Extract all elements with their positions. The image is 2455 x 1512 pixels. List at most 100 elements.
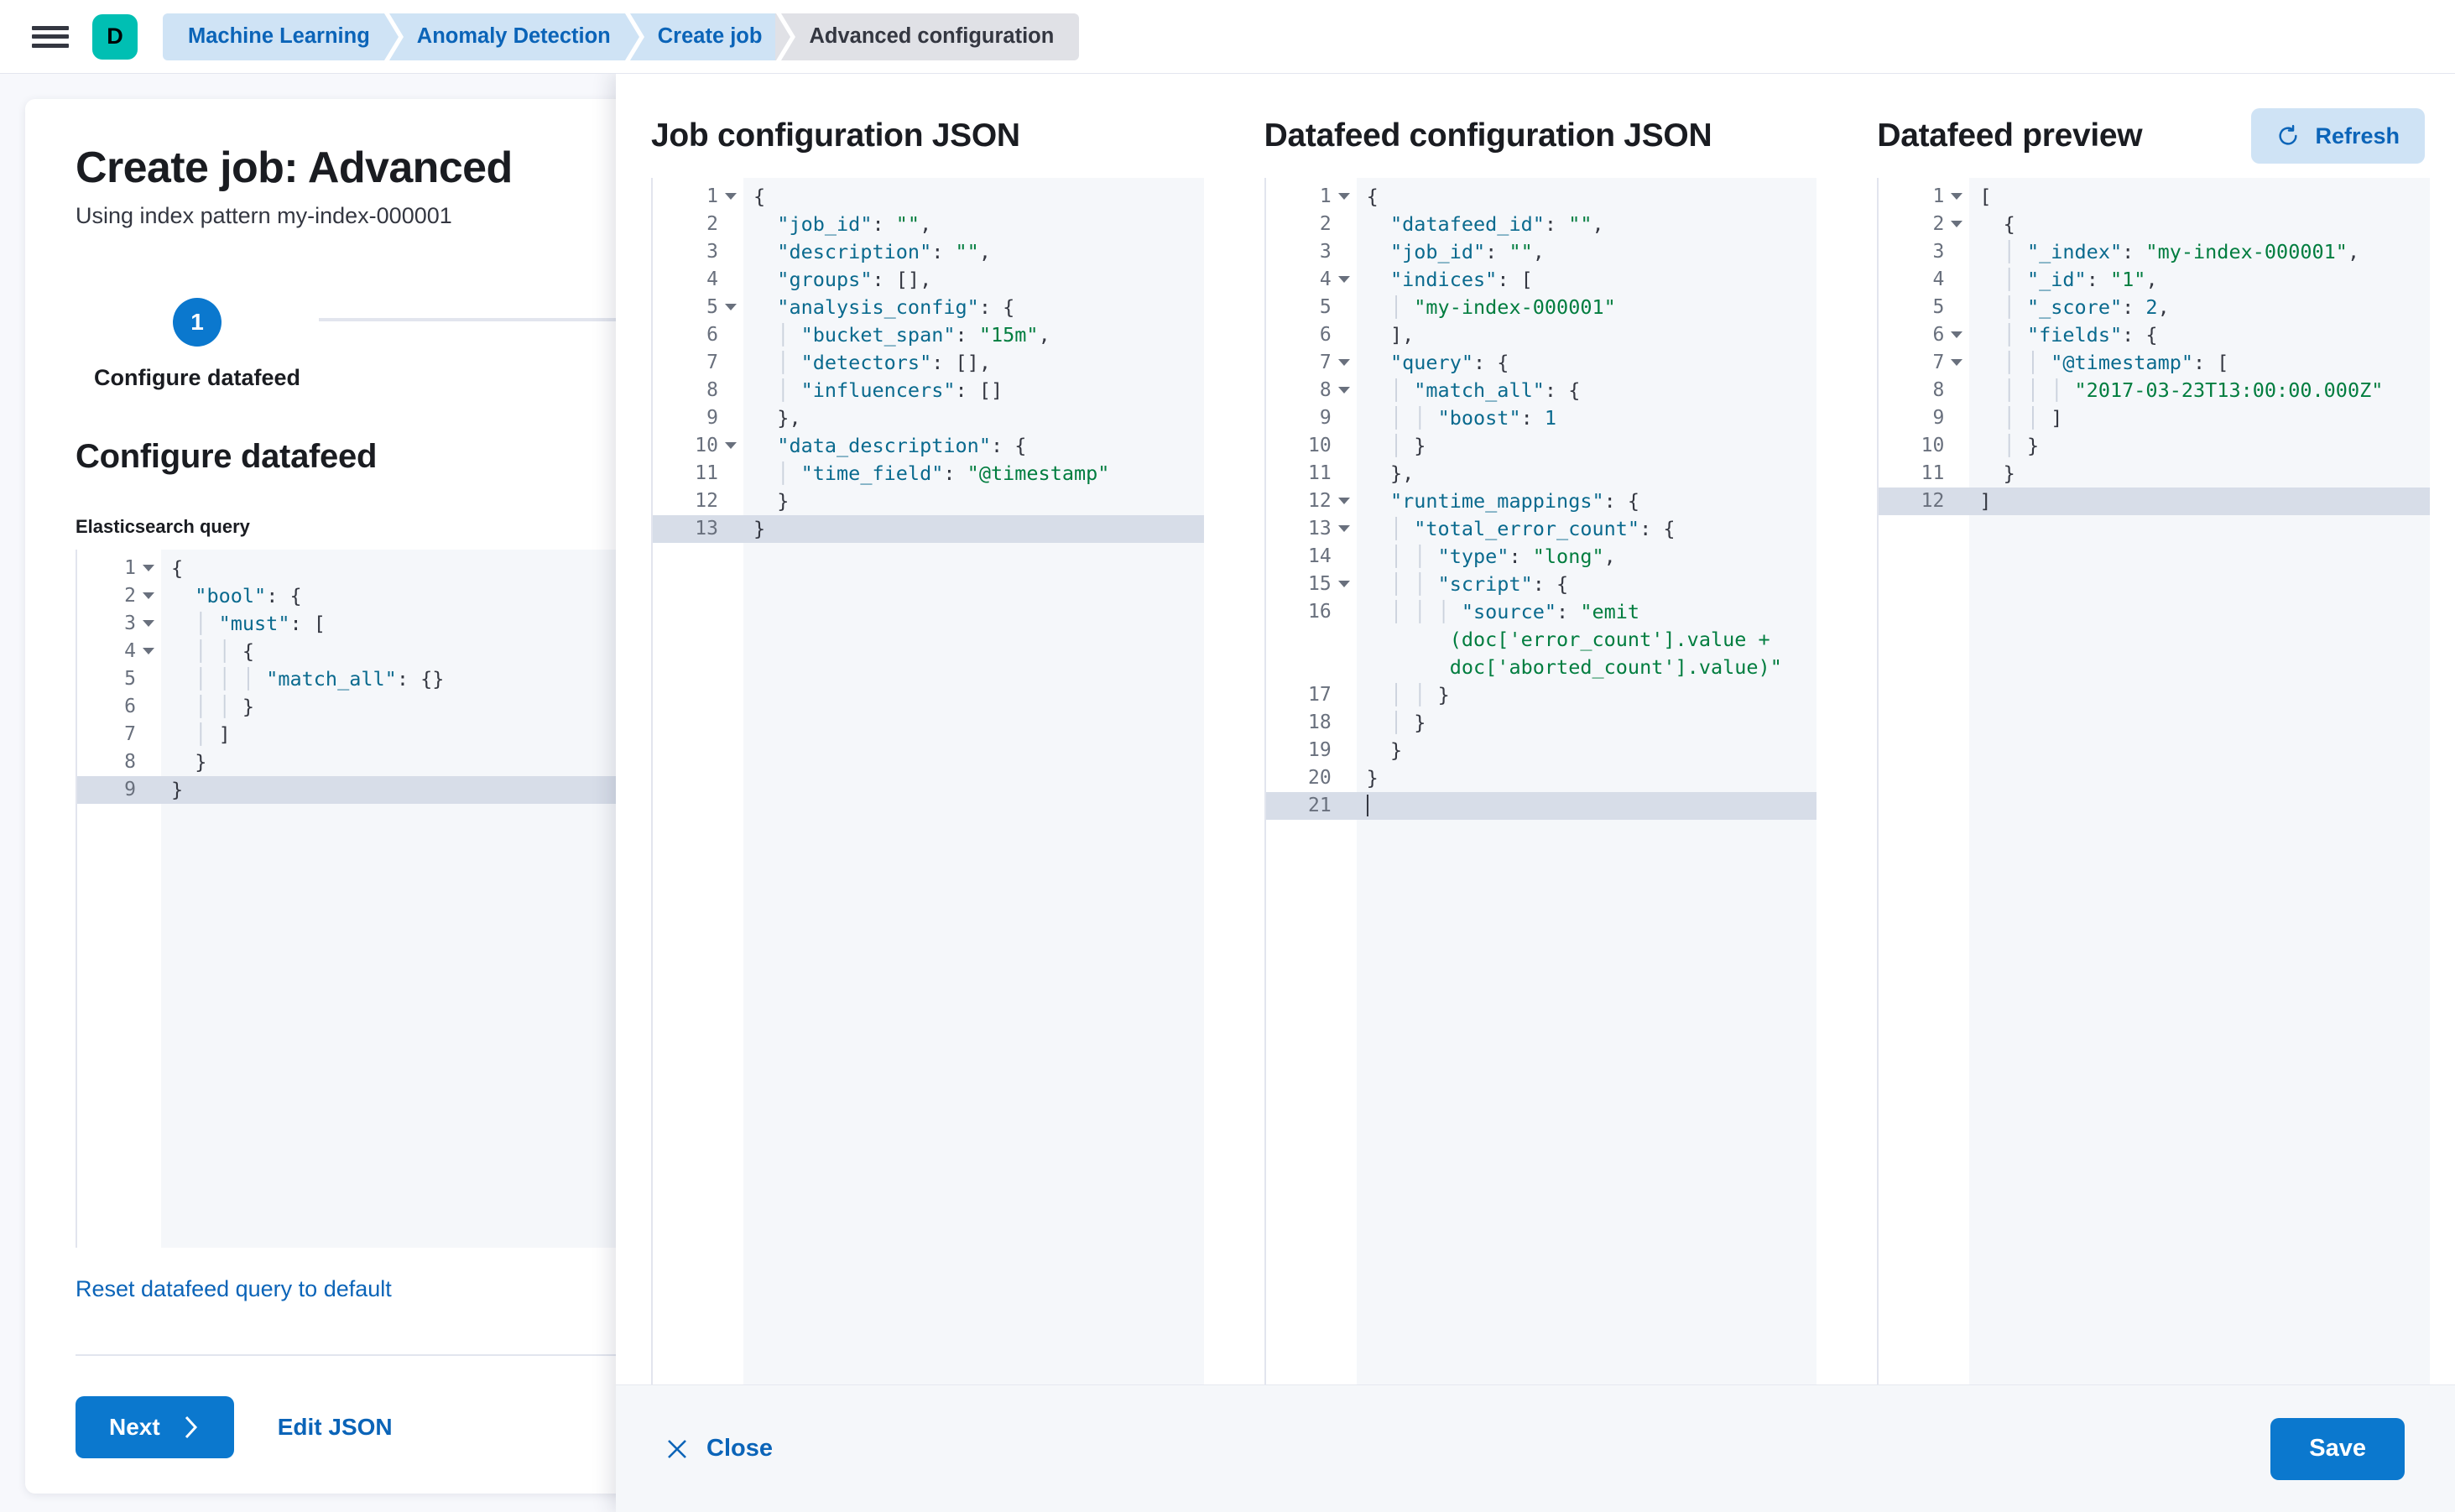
- save-button[interactable]: Save: [2270, 1418, 2405, 1480]
- close-button[interactable]: Close: [666, 1435, 773, 1462]
- code-line[interactable]: │ │ │ "2017-03-23T13:00:00.000Z": [1969, 377, 2430, 404]
- code-line[interactable]: }: [743, 487, 1204, 515]
- code-line[interactable]: }: [1357, 764, 1817, 792]
- code-token: │: [1367, 434, 1415, 457]
- breadcrumb-item-advanced-configuration[interactable]: Advanced configuration: [775, 13, 1079, 60]
- code-token: "groups": [777, 268, 872, 291]
- code-line[interactable]: │ │ │ "source": "emit (doc['error_count'…: [1357, 598, 1817, 681]
- deployment-badge[interactable]: D: [92, 14, 138, 60]
- code-token: "description": [777, 240, 931, 263]
- fold-arrow-icon[interactable]: [1338, 193, 1350, 200]
- step-label: Configure datafeed: [94, 365, 300, 391]
- code-token: │ │: [1367, 406, 1438, 430]
- code-line[interactable]: │ │ "boost": 1: [1357, 404, 1817, 432]
- code-line[interactable]: │ "bucket_span": "15m",: [743, 321, 1204, 349]
- code-token: "emit: [1580, 600, 1639, 623]
- code-line[interactable]: }: [1969, 460, 2430, 487]
- code-line[interactable]: "job_id": "",: [1357, 238, 1817, 266]
- code-line[interactable]: "data_description": {: [743, 432, 1204, 460]
- fold-arrow-icon[interactable]: [143, 592, 154, 599]
- fold-arrow-icon[interactable]: [1338, 387, 1350, 394]
- column-header: Datafeed configuration JSON: [1264, 104, 1843, 168]
- code-token: : []: [956, 378, 1003, 402]
- fold-arrow-icon[interactable]: [1338, 525, 1350, 532]
- edit-json-button[interactable]: Edit JSON: [278, 1414, 393, 1441]
- code-line[interactable]: │ "_score": 2,: [1969, 294, 2430, 321]
- code-line[interactable]: │ │ "script": {: [1357, 571, 1817, 598]
- flyout-footer: Close Save: [616, 1384, 2455, 1512]
- hamburger-icon[interactable]: [32, 23, 69, 51]
- code-line[interactable]: │ │ }: [1357, 681, 1817, 709]
- fold-arrow-icon[interactable]: [725, 304, 737, 310]
- fold-arrow-icon[interactable]: [725, 442, 737, 449]
- fold-arrow-icon[interactable]: [143, 648, 154, 654]
- refresh-button[interactable]: Refresh: [2251, 108, 2425, 164]
- fold-arrow-icon[interactable]: [1951, 331, 1962, 338]
- fold-arrow-icon[interactable]: [143, 565, 154, 571]
- next-button[interactable]: Next: [76, 1396, 234, 1458]
- code-line[interactable]: │ "my-index-000001": [1357, 294, 1817, 321]
- line-number: 9: [1266, 404, 1357, 432]
- fold-arrow-icon[interactable]: [1338, 581, 1350, 587]
- code-line[interactable]: │ }: [1969, 432, 2430, 460]
- code-line[interactable]: │ }: [1357, 432, 1817, 460]
- line-number: 5: [1266, 294, 1357, 321]
- code-line[interactable]: "query": {: [1357, 349, 1817, 377]
- datafeed-configuration-json-editor[interactable]: 123456789101112131415161718192021{ "data…: [1264, 178, 1817, 1384]
- code-line[interactable]: "analysis_config": {: [743, 294, 1204, 321]
- breadcrumb-item-anomaly-detection[interactable]: Anomaly Detection: [383, 13, 639, 60]
- code-line[interactable]: [1357, 792, 1817, 820]
- code-line[interactable]: │ "detectors": [],: [743, 349, 1204, 377]
- editor-code-area[interactable]: [ { │ "_index": "my-index-000001", │ "_i…: [1969, 178, 2430, 1384]
- code-line[interactable]: ],: [1357, 321, 1817, 349]
- refresh-icon: [2276, 124, 2300, 148]
- editor-gutter: 123456789101112131415161718192021: [1266, 178, 1357, 1384]
- fold-arrow-icon[interactable]: [1338, 498, 1350, 504]
- code-token: doc['aborted_count'].value)": [1367, 655, 1782, 679]
- fold-arrow-icon[interactable]: [1951, 193, 1962, 200]
- fold-arrow-icon[interactable]: [1338, 276, 1350, 283]
- code-line[interactable]: [: [1969, 183, 2430, 211]
- code-line[interactable]: │ "_index": "my-index-000001",: [1969, 238, 2430, 266]
- code-line[interactable]: }: [1357, 737, 1817, 764]
- code-line[interactable]: │ │ "@timestamp": [: [1969, 349, 2430, 377]
- fold-arrow-icon[interactable]: [143, 620, 154, 627]
- code-line[interactable]: }: [743, 515, 1204, 543]
- code-line[interactable]: │ "influencers": []: [743, 377, 1204, 404]
- code-line[interactable]: │ "_id": "1",: [1969, 266, 2430, 294]
- code-line[interactable]: │ │ ]: [1969, 404, 2430, 432]
- code-line[interactable]: │ "match_all": {: [1357, 377, 1817, 404]
- code-token: "time_field": [801, 461, 944, 485]
- code-line[interactable]: ]: [1969, 487, 2430, 515]
- code-line[interactable]: "job_id": "",: [743, 211, 1204, 238]
- fold-arrow-icon[interactable]: [1951, 221, 1962, 227]
- code-line[interactable]: "runtime_mappings": {: [1357, 487, 1817, 515]
- code-line[interactable]: {: [1969, 211, 2430, 238]
- wizard-step-1[interactable]: 1 Configure datafeed: [76, 298, 319, 391]
- code-line[interactable]: │ "time_field": "@timestamp": [743, 460, 1204, 487]
- code-line[interactable]: "datafeed_id": "",: [1357, 211, 1817, 238]
- editor-code-area[interactable]: { "datafeed_id": "", "job_id": "", "indi…: [1357, 178, 1817, 1384]
- fold-arrow-icon[interactable]: [725, 193, 737, 200]
- editor-code-area[interactable]: { "job_id": "", "description": "", "grou…: [743, 178, 1204, 1384]
- code-line[interactable]: "indices": [: [1357, 266, 1817, 294]
- code-line[interactable]: │ }: [1357, 709, 1817, 737]
- code-line[interactable]: },: [1357, 460, 1817, 487]
- breadcrumb-item-machine-learning[interactable]: Machine Learning: [163, 13, 399, 60]
- code-token: [171, 584, 195, 607]
- job-configuration-json-editor[interactable]: 12345678910111213{ "job_id": "", "descri…: [651, 178, 1204, 1384]
- line-number: 8: [1879, 377, 1969, 404]
- code-line[interactable]: {: [1357, 183, 1817, 211]
- code-line[interactable]: },: [743, 404, 1204, 432]
- code-line[interactable]: │ "total_error_count": {: [1357, 515, 1817, 543]
- code-line[interactable]: │ "fields": {: [1969, 321, 2430, 349]
- code-token: │ │: [1367, 572, 1438, 596]
- code-line[interactable]: {: [743, 183, 1204, 211]
- datafeed-preview-editor[interactable]: 123456789101112[ { │ "_index": "my-index…: [1877, 178, 2430, 1384]
- fold-arrow-icon[interactable]: [1951, 359, 1962, 366]
- code-line[interactable]: │ │ "type": "long",: [1357, 543, 1817, 571]
- code-token: [753, 268, 777, 291]
- code-line[interactable]: "groups": [],: [743, 266, 1204, 294]
- fold-arrow-icon[interactable]: [1338, 359, 1350, 366]
- code-line[interactable]: "description": "",: [743, 238, 1204, 266]
